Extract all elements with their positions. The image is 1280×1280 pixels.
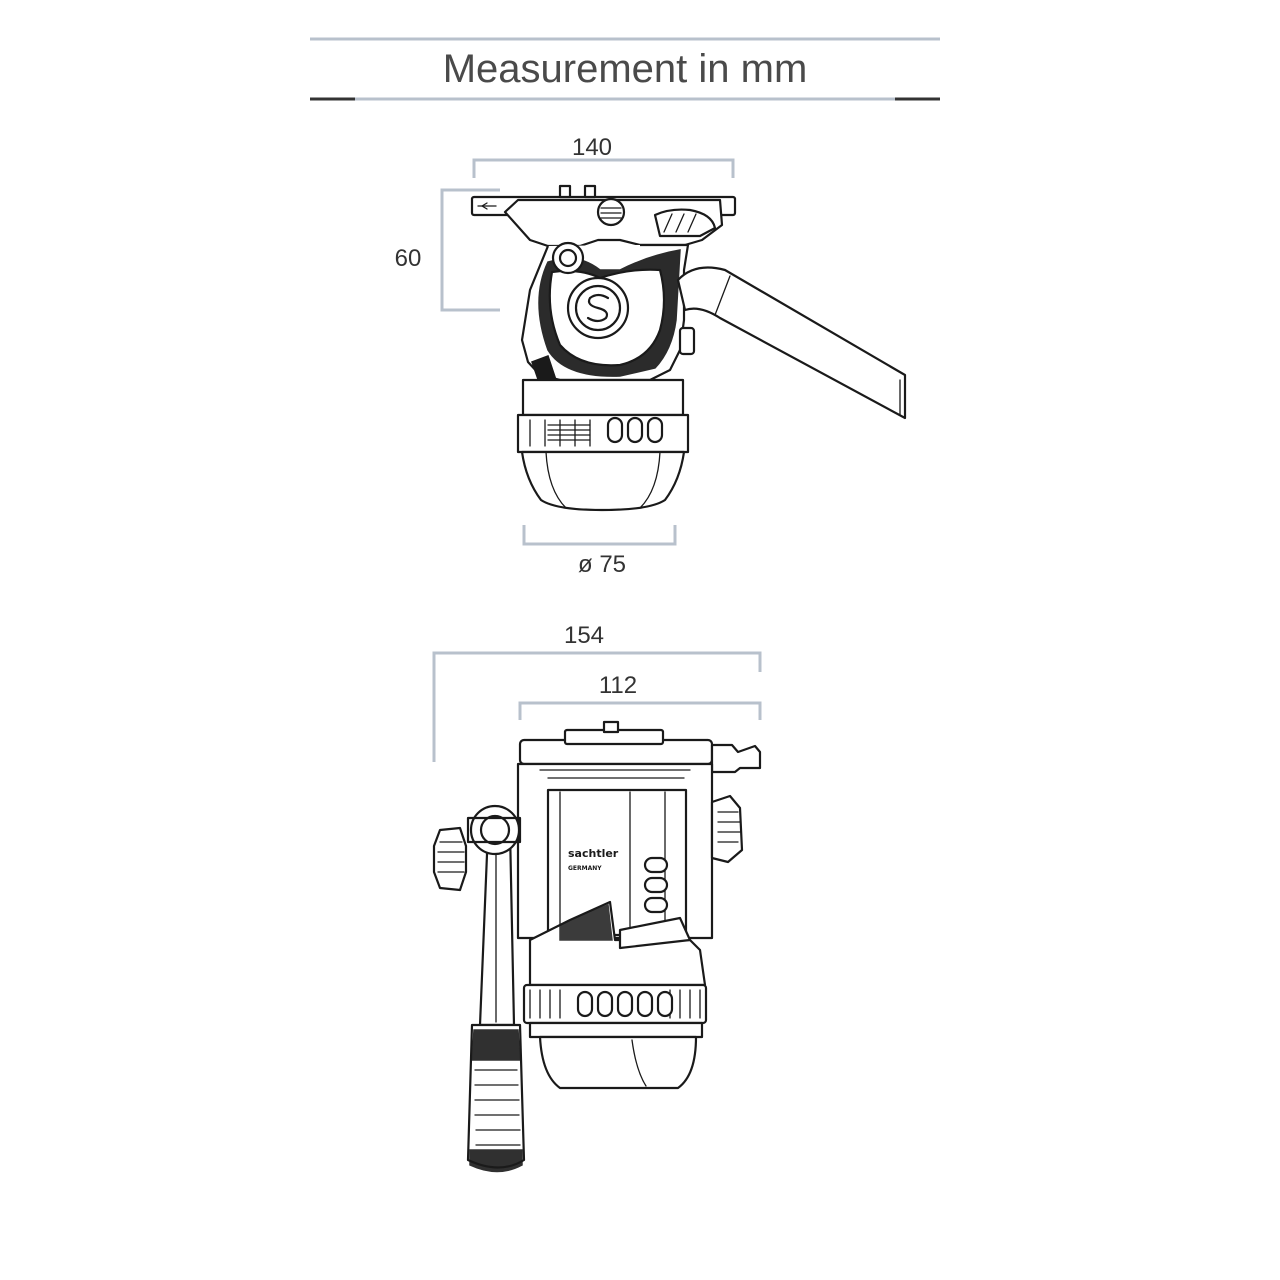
dimension-body-width: 112	[518, 672, 762, 720]
side-view: 140 60 ø 75	[395, 134, 907, 578]
dimension-overall-width: 154	[432, 622, 762, 762]
dimension-line-width	[472, 158, 735, 178]
dimension-label-width: 140	[572, 134, 612, 161]
brand-logo-text: sachtler	[568, 847, 619, 860]
front-view-illustration: sachtler GERMANY	[432, 720, 762, 1173]
dimension-line-overall-width	[432, 651, 762, 762]
front-view: 154 112 sachtler GERMANY	[432, 622, 762, 1173]
dimension-line-diameter	[522, 525, 677, 546]
dimension-height: 60	[395, 188, 500, 312]
dimension-base-diameter: ø 75	[522, 525, 677, 578]
dimension-line-height	[440, 188, 500, 312]
dimension-line-body-width	[518, 701, 762, 720]
dimension-width: 140	[472, 134, 735, 178]
dimension-label-overall-width: 154	[564, 622, 604, 649]
dimension-label-body-width: 112	[599, 672, 637, 699]
title-block: Measurement in mm	[310, 37, 940, 101]
side-view-illustration	[470, 184, 907, 512]
brand-logo-subtext: GERMANY	[568, 865, 602, 872]
page-title: Measurement in mm	[443, 47, 808, 91]
dimension-label-diameter: ø 75	[578, 551, 626, 578]
dimension-label-height: 60	[395, 245, 422, 272]
